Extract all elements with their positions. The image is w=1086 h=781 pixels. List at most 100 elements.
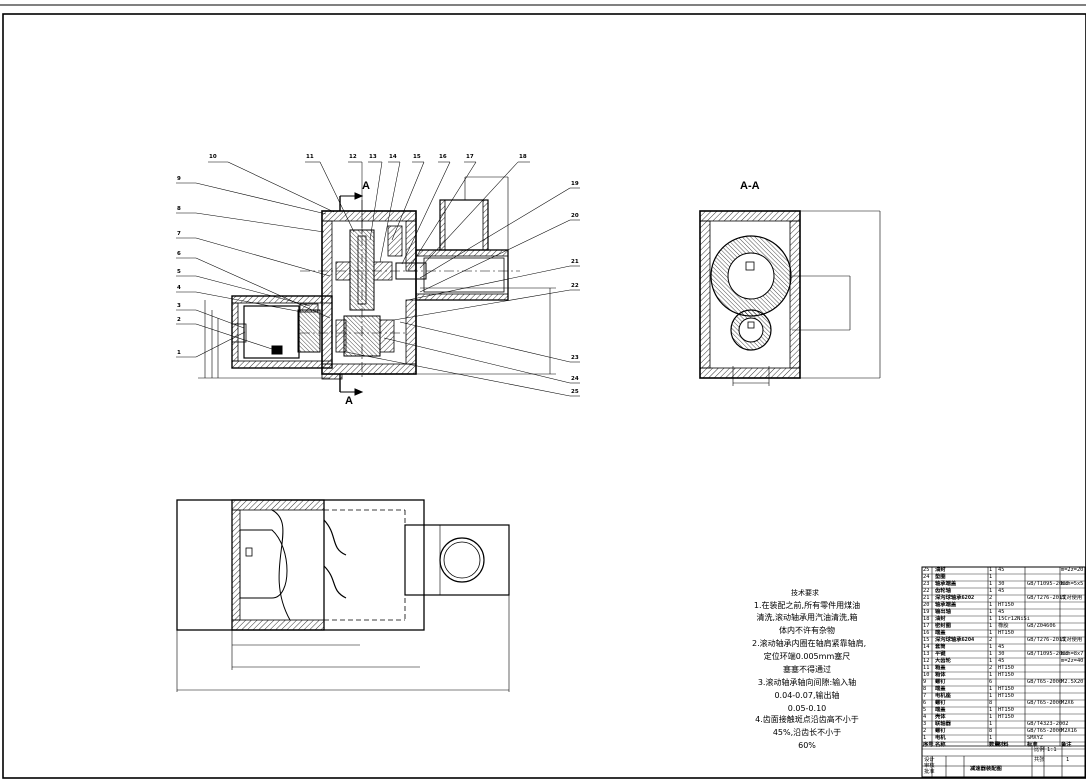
bom-cell-remark: bxh=5x5 xyxy=(1061,581,1084,587)
bom-cell-qty: 1 xyxy=(989,707,993,713)
bom-cell-qty: 1 xyxy=(989,567,993,573)
bom-cell-no: 2 xyxy=(923,728,927,734)
bom-cell-standard: GB/T65-2000 xyxy=(1027,679,1063,685)
checked-label: 审核 xyxy=(924,763,935,769)
bom-cell-qty: 6 xyxy=(989,679,993,685)
tech-req-line: 0.04-0.07,输出轴 xyxy=(774,691,840,700)
bom-cell-standard: GB/Z04606 xyxy=(1027,623,1056,629)
part-number: 8 xyxy=(177,206,181,212)
bom-cell-name: 深沟球轴承6202 xyxy=(935,595,975,601)
bom-cell-name: 轴承端盖 xyxy=(935,602,957,608)
bom-cell-qty: 2 xyxy=(989,665,993,671)
bom-cell-remark: M2X6 xyxy=(1061,700,1074,706)
tech-req-line: 4.齿面接触斑点沿齿高不小于 xyxy=(755,715,859,724)
tech-req-line: 45%,沿齿长不小于 xyxy=(772,728,842,737)
bom-header-cell: 材料 xyxy=(998,742,1009,748)
bom-cell-no: 3 xyxy=(923,721,927,727)
bom-cell-standard: GB/T4323-2002 xyxy=(1027,721,1069,727)
designed-label: 设计 xyxy=(924,757,935,763)
bom-cell-name: 箱盖 xyxy=(935,665,946,671)
bom-cell-no: 7 xyxy=(923,693,927,699)
bom-cell-qty: 1 xyxy=(989,581,993,587)
tech-req-line: 体内不许有杂物 xyxy=(779,626,835,635)
tech-req-line: 塞塞不得通过 xyxy=(783,665,831,674)
bom-cell-material: HT150 xyxy=(998,714,1014,720)
tech-req-line: 定位环端0.005mm塞尺 xyxy=(763,652,851,661)
bom-cell-no: 24 xyxy=(923,574,930,580)
bom-cell-name: 套筒 xyxy=(935,644,946,650)
part-number: 17 xyxy=(466,154,474,160)
bom-cell-remark: m=2z=40 xyxy=(1061,658,1084,664)
tech-req-line: 1.在装配之前,所有零件用煤油 xyxy=(753,601,861,610)
bom-cell-material: HT150 xyxy=(998,665,1014,671)
bom-cell-name: 端盖 xyxy=(935,686,946,692)
bom-cell-no: 23 xyxy=(923,581,930,587)
bom-cell-no: 19 xyxy=(923,609,930,615)
bom-cell-material: 45 xyxy=(998,658,1005,664)
bom-cell-no: 10 xyxy=(923,672,930,678)
tech-req-title: 技术要求 xyxy=(791,589,819,597)
bom-cell-standard: GB/T276-2013 xyxy=(1027,595,1066,601)
part-number: 6 xyxy=(177,251,181,257)
part-number: 4 xyxy=(177,285,181,291)
bom-cell-name: 螺钉 xyxy=(935,679,946,685)
approved-label: 批准 xyxy=(924,769,935,775)
bom-cell-qty: 2 xyxy=(989,595,993,601)
part-number: 15 xyxy=(413,154,421,160)
bom-header-cell: 备注 xyxy=(1061,742,1072,748)
cut-letter-bottom: A xyxy=(345,395,353,407)
drawing-name: 减速器装配图 xyxy=(970,766,1002,772)
bom-cell-qty: 1 xyxy=(989,630,993,636)
bom-header-cell: 名称 xyxy=(935,742,946,748)
bom-cell-qty: 8 xyxy=(989,728,993,734)
part-number: 5 xyxy=(177,269,181,275)
bom-cell-remark: 成对使用 xyxy=(1061,595,1083,601)
bom-cell-name: 电机座 xyxy=(935,693,951,699)
bom-cell-standard: SMXYZ xyxy=(1027,735,1043,741)
part-number: 10 xyxy=(209,154,217,160)
bom-cell-no: 14 xyxy=(923,644,930,650)
part-number: 20 xyxy=(571,213,579,219)
bom-header-cell: 数量 xyxy=(989,742,1000,748)
bom-cell-name: 平键 xyxy=(935,651,946,657)
part-number: 18 xyxy=(519,154,527,160)
part-number: 2 xyxy=(177,317,181,323)
bom-cell-no: 1 xyxy=(923,735,927,741)
bom-cell-standard: GB/T1095-2003 xyxy=(1027,581,1069,587)
bom-cell-no: 25 xyxy=(923,567,930,573)
bom-cell-remark: M2.5X20 xyxy=(1061,679,1084,685)
bom-cell-no: 12 xyxy=(923,658,930,664)
part-number: 14 xyxy=(389,154,397,160)
bom-cell-no: 20 xyxy=(923,602,930,608)
bom-cell-qty: 1 xyxy=(989,721,993,727)
bom-cell-material: HT150 xyxy=(998,630,1014,636)
bom-cell-standard: GB/T1095-2003 xyxy=(1027,651,1069,657)
part-number: 22 xyxy=(571,283,579,289)
sheet-border xyxy=(0,4,1086,779)
scale-value: 1:1 xyxy=(1047,747,1057,753)
bom-cell-qty: 1 xyxy=(989,658,993,664)
bom-header-cell: 标准 xyxy=(1027,742,1038,748)
bom-cell-name: 壳体 xyxy=(935,714,946,720)
tech-req-line: 3.滚动轴承轴向间隙:输入轴 xyxy=(757,678,857,687)
bom-cell-material: 15Cr12NiSi xyxy=(998,616,1030,622)
part-number: 11 xyxy=(306,154,314,160)
bom-cell-name: 大齿轮 xyxy=(935,658,951,664)
bom-grid xyxy=(921,566,1086,778)
bom-cell-name: 轴承端盖 xyxy=(935,581,957,587)
part-number: 21 xyxy=(571,259,579,265)
bom-cell-qty: 1 xyxy=(989,623,993,629)
part-number: 25 xyxy=(571,389,579,395)
bom-cell-name: 深沟球轴承6204 xyxy=(935,637,975,643)
bom-cell-name: 电机 xyxy=(935,735,946,741)
bom-cell-qty: 1 xyxy=(989,616,993,622)
bom-cell-name: 油封 xyxy=(935,567,946,573)
bom-cell-remark: bxh=8x7 xyxy=(1061,651,1084,657)
bom-cell-standard: GB/T276-2013 xyxy=(1027,637,1066,643)
part-number: 23 xyxy=(571,355,579,361)
bom-cell-no: 11 xyxy=(923,665,930,671)
bom-cell-no: 8 xyxy=(923,686,927,692)
bom-cell-remark: m=2z=20 xyxy=(1061,567,1084,573)
tech-req-line: 2.滚动轴承内圈在轴肩紧靠轴肩, xyxy=(752,639,867,648)
